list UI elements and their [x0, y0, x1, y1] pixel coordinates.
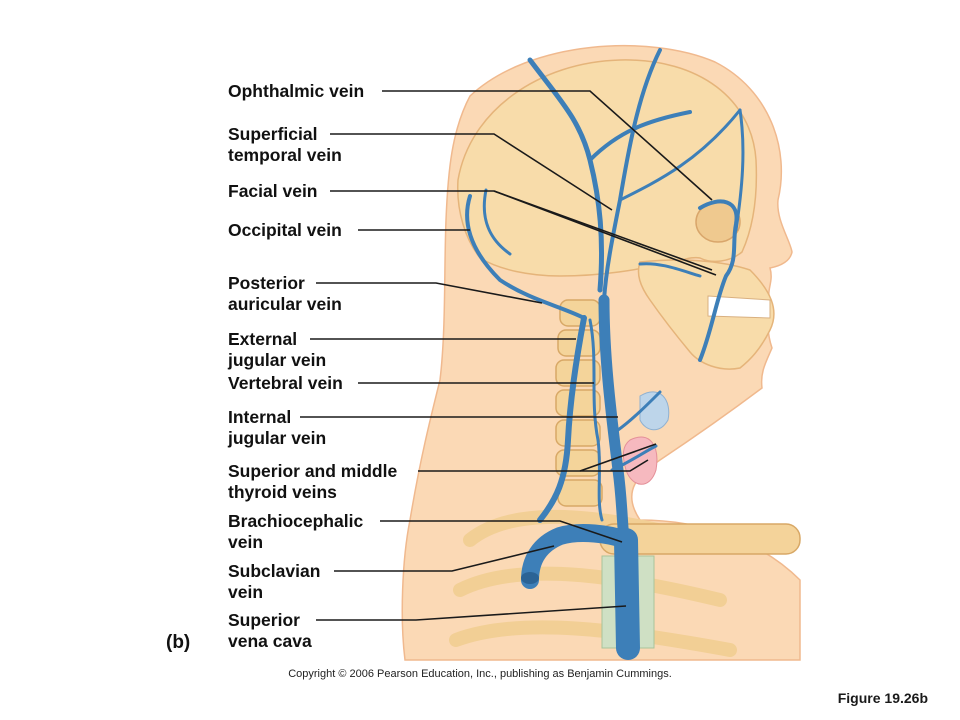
larynx: [639, 391, 670, 431]
leader-superficial-temporal-vein: [330, 133, 613, 211]
leader-lines: [300, 90, 717, 621]
label-ophthalmic-vein: Ophthalmic vein: [228, 81, 365, 101]
leader-thyroid-upper: [418, 459, 649, 472]
leader-subclavian-vein: [334, 545, 555, 572]
leader-posterior-auricular-vein: [316, 282, 543, 304]
copyright-text: Copyright © 2006 Pearson Education, Inc.…: [288, 668, 672, 680]
copyright-notice: Copyright © 2006 Pearson Education, Inc.…: [0, 668, 960, 680]
teeth: [707, 295, 771, 319]
leader-superior-vena-cava: [316, 605, 627, 621]
label-vertebral-vein: Vertebral vein: [228, 373, 343, 393]
figure-number: Figure 19.26b: [837, 690, 928, 706]
label-occipital-vein: Occipital vein: [228, 220, 342, 240]
leader-brachiocephalic-vein: [380, 520, 623, 543]
label-facial-vein: Facial vein: [228, 181, 318, 201]
leader-facial-vein-lower: [493, 190, 713, 271]
facial-skeleton: [637, 259, 775, 370]
panel-tag: (b): [166, 632, 191, 653]
leader-ophthalmic-vein: [382, 90, 713, 201]
vein-network: [465, 48, 745, 660]
subclavian-vein-cut-end: [521, 572, 539, 584]
leader-thyroid-lower: [579, 443, 657, 472]
